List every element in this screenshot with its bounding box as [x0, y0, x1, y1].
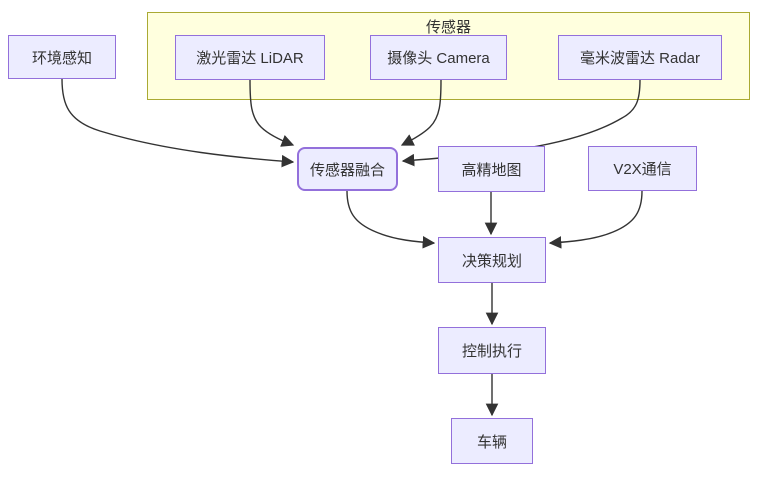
- node-control-execution-label: 控制执行: [461, 343, 522, 360]
- node-lidar-label: 激光雷达 LiDAR: [196, 50, 304, 67]
- node-radar-label: 毫米波雷达 Radar: [579, 50, 701, 67]
- node-camera: 摄像头 Camera: [370, 35, 507, 80]
- node-control-execution: 控制执行: [438, 327, 546, 374]
- node-v2x-communication: V2X通信: [588, 146, 697, 191]
- node-v2x-communication-label: V2X通信: [613, 161, 672, 178]
- node-sensor-fusion: 传感器融合: [297, 147, 398, 191]
- node-camera-label: 摄像头 Camera: [387, 50, 490, 67]
- cluster-sensors-label: 传感器: [425, 19, 471, 36]
- node-vehicle: 车辆: [451, 418, 533, 464]
- node-decision-planning: 决策规划: [438, 237, 546, 283]
- edge-fusion-to-decision: [346, 190, 436, 249]
- node-hd-map-label: 高精地图: [461, 161, 522, 179]
- edge-v2x-to-decision: [548, 190, 643, 249]
- node-lidar: 激光雷达 LiDAR: [175, 35, 325, 80]
- node-vehicle-label: 车辆: [476, 433, 507, 451]
- node-decision-planning-label: 决策规划: [461, 252, 522, 270]
- node-environment-perception: 环境感知: [8, 35, 116, 79]
- node-environment-perception-label: 环境感知: [31, 49, 92, 67]
- node-sensor-fusion-label: 传感器融合: [309, 161, 385, 179]
- node-hd-map: 高精地图: [438, 146, 545, 192]
- node-radar: 毫米波雷达 Radar: [558, 35, 722, 80]
